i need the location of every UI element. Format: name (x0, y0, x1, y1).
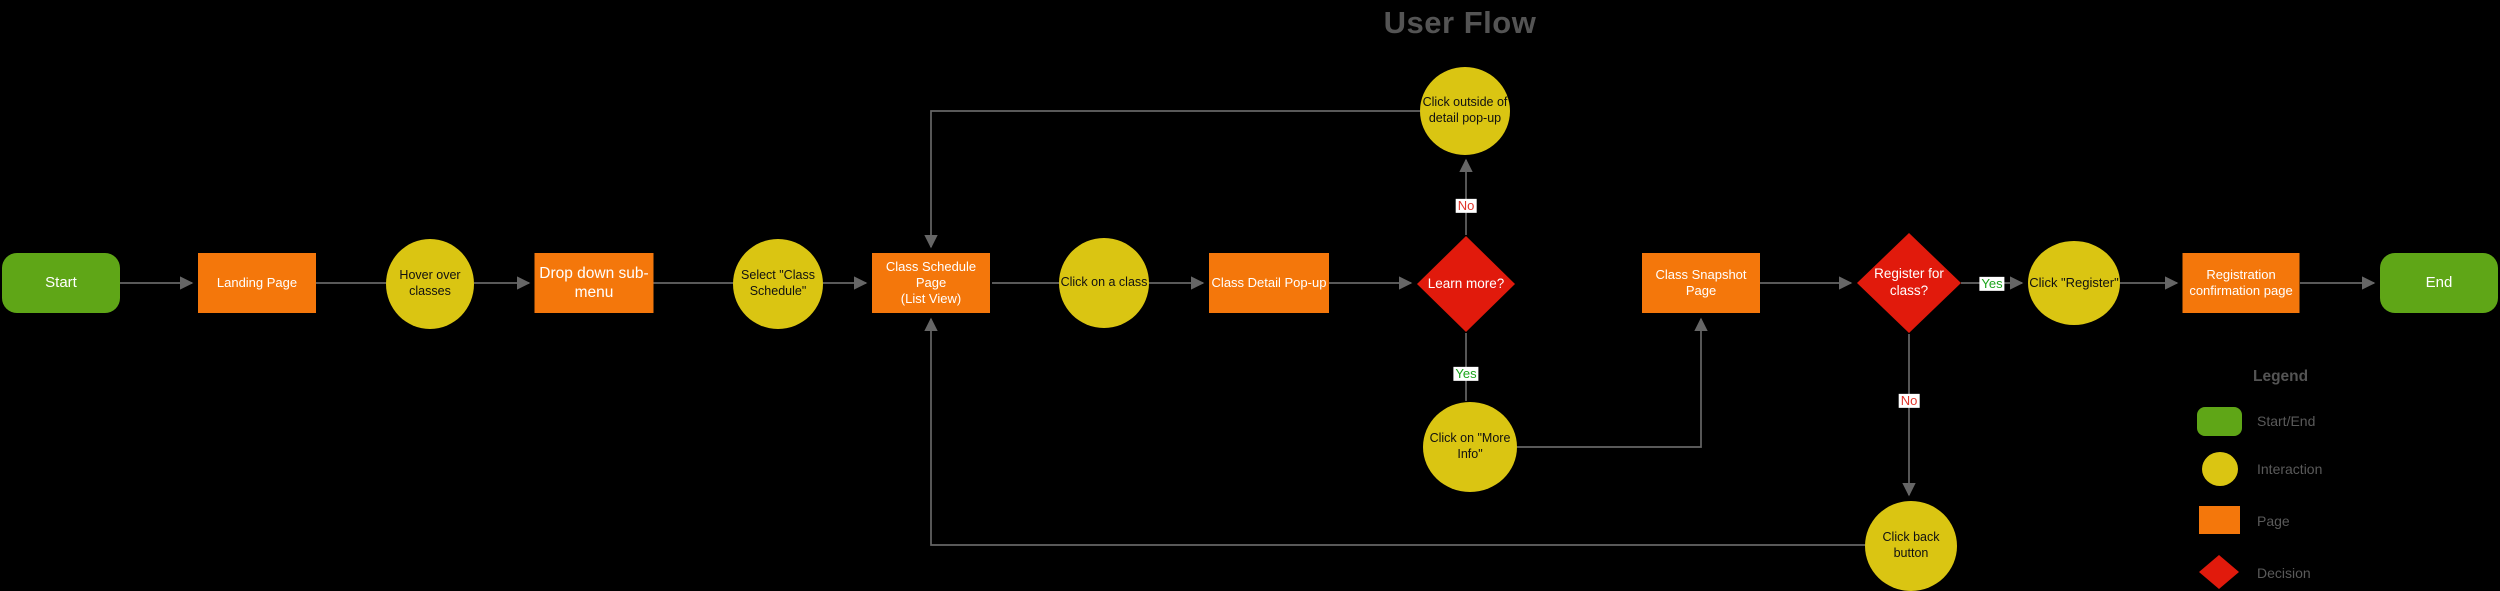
legend-swatch-start-end (2197, 407, 2242, 436)
legend-label-page: Page (2257, 513, 2290, 529)
node-class-schedule-page: Class Schedule Page (List View) (872, 253, 990, 313)
node-class-snapshot-page: Class Snapshot Page (1642, 253, 1760, 313)
legend-swatch-interaction (2202, 452, 2238, 486)
node-click-more-info: Click on "More Info" (1423, 402, 1517, 492)
node-end: End (2380, 253, 2498, 313)
edge-label-no-register: No (1898, 392, 1920, 409)
edge-label-no-learn-more: No (1455, 197, 1477, 214)
node-click-outside-popup: Click outside of detail pop-up (1420, 67, 1510, 155)
node-drop-down-sub-menu: Drop down sub- menu (534, 253, 654, 313)
edge-clickback-to-schedule (924, 317, 1866, 546)
legend-label-interaction: Interaction (2257, 461, 2323, 477)
edge-label-yes-register: Yes (1979, 275, 2005, 292)
node-start: Start (2, 253, 120, 313)
node-click-on-a-class: Click on a class (1059, 238, 1149, 328)
node-select-class-schedule: Select "Class Schedule" (733, 239, 823, 329)
node-class-detail-popup: Class Detail Pop-up (1209, 253, 1329, 313)
legend-label-decision: Decision (2257, 565, 2311, 581)
diagram-title: User Flow (1383, 5, 1537, 40)
edge-label-yes-learn-more: Yes (1453, 365, 1479, 382)
node-click-register: Click "Register" (2028, 241, 2120, 325)
node-click-back-button: Click back button (1865, 501, 1957, 591)
edge-clickoutside-to-schedule (924, 110, 1420, 249)
legend-title: Legend (2253, 368, 2309, 385)
legend-label-start-end: Start/End (2257, 413, 2316, 429)
node-registration-confirmation-page: Registration confirmation page (2182, 253, 2300, 313)
legend-swatch-page (2199, 506, 2240, 534)
edge-moreinfo-to-snapshot (1516, 317, 1708, 448)
node-hover-over-classes: Hover over classes (386, 239, 474, 329)
node-landing-page: Landing Page (198, 253, 316, 313)
